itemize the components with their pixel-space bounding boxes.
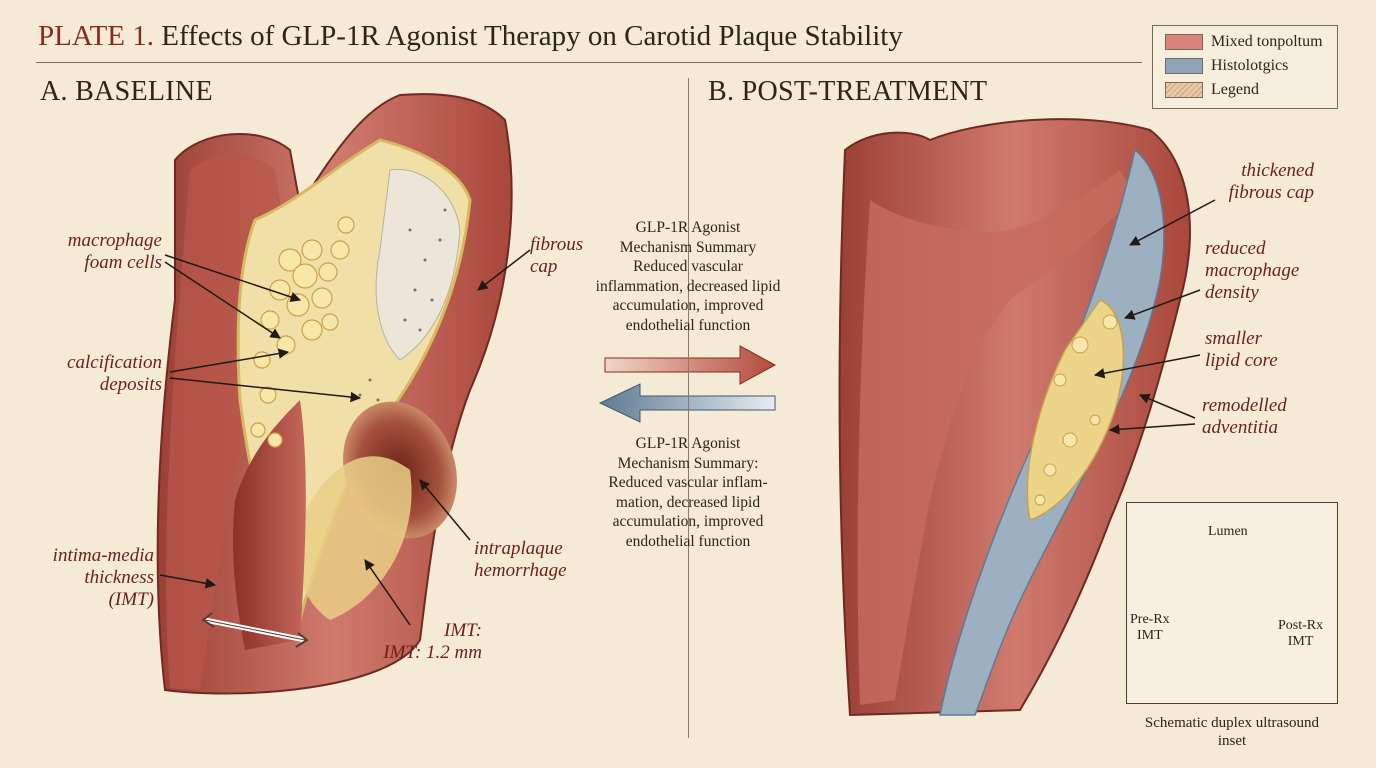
label-fibrous-cap: fibrous cap [530, 234, 584, 277]
legend-box: Mixed tonpoltum Histolotgics Legend [1152, 25, 1338, 109]
ultrasound-inset [1126, 502, 1338, 704]
legend-swatch-red [1165, 34, 1203, 50]
panel-divider [688, 78, 689, 738]
page-title: PLATE 1. Effects of GLP-1R Agonist Thera… [38, 20, 903, 53]
label-remodelled-adventitia: remodelled adventitia [1202, 395, 1287, 438]
label-reduced-macrophage-density: reduced macrophage density [1205, 238, 1300, 303]
label-smaller-lipid-core: smaller lipid core [1205, 328, 1278, 371]
panel-b-title: B. POST-TREATMENT [708, 76, 988, 107]
mechanism-summary-top: GLP-1R Agonist Mechanism Summary Reduced… [595, 219, 781, 334]
legend-item-legend: Legend [1165, 81, 1259, 99]
label-thickened-fibrous-cap: thickened fibrous cap [1228, 160, 1314, 203]
legend-item-mixed: Mixed tonpoltum [1165, 33, 1323, 51]
inset-lumen-label: Lumen [1208, 524, 1248, 539]
title-rule [36, 62, 1142, 63]
label-imt-value: IMT: IMT: 1.2 mm [383, 620, 482, 663]
legend-label: Legend [1211, 81, 1259, 98]
baseline-leader-lines [159, 249, 531, 626]
mechanism-arrows [598, 345, 777, 423]
label-intraplaque-hemorrhage: intraplaque hemorrhage [474, 538, 567, 581]
legend-swatch-hatched [1165, 82, 1203, 98]
legend-label: Histolotgics [1211, 57, 1289, 74]
inset-pre-rx-label: Pre-Rx IMT [1130, 612, 1170, 643]
mechanism-summary-bottom: GLP-1R Agonist Mechanism Summary: Reduce… [608, 435, 768, 550]
inset-caption: Schematic duplex ultrasound inset [1144, 715, 1320, 749]
inset-post-rx-label: Post-Rx IMT [1278, 618, 1324, 649]
legend-item-histologics: Histolotgics [1165, 57, 1288, 75]
title-text: Effects of GLP-1R Agonist Therapy on Car… [161, 20, 903, 52]
label-calcification-deposits: calcification deposits [67, 352, 162, 395]
panel-a-title: A. BASELINE [40, 76, 213, 107]
plate-number: PLATE 1. [38, 20, 154, 52]
legend-swatch-blue [1165, 58, 1203, 74]
post-treatment-artery [838, 118, 1191, 717]
post-treatment-leader-lines [1093, 199, 1216, 435]
label-intima-media-thickness: intima-media thickness (IMT) [52, 545, 154, 610]
baseline-artery [156, 93, 513, 695]
label-macrophage-foam-cells: macrophage foam cells [67, 230, 162, 273]
legend-label: Mixed tonpoltum [1211, 33, 1323, 50]
